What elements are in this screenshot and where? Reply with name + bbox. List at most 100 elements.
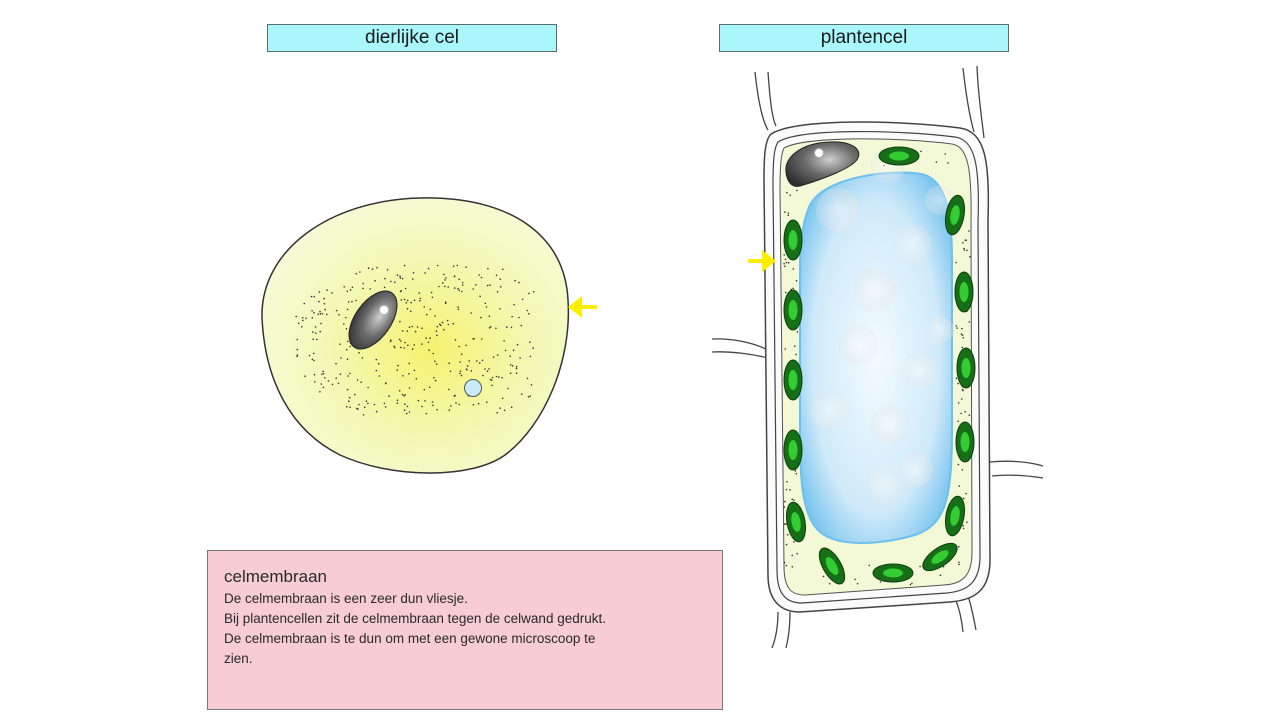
granule <box>526 377 529 380</box>
granule <box>359 271 361 273</box>
granule <box>909 583 912 586</box>
granule <box>460 353 463 356</box>
granule <box>526 309 529 312</box>
granule <box>935 161 938 163</box>
granule <box>480 276 483 279</box>
granule <box>509 355 512 358</box>
granule <box>515 365 518 368</box>
granule <box>962 336 965 339</box>
chloroplast <box>783 289 803 331</box>
chloroplast <box>818 547 846 585</box>
granule <box>489 326 492 328</box>
granule <box>461 281 464 284</box>
granule <box>429 337 431 339</box>
granule <box>482 374 484 377</box>
granule <box>319 310 321 313</box>
chloroplast <box>872 563 914 583</box>
granule <box>346 308 349 311</box>
granule <box>499 407 501 409</box>
granule <box>345 349 348 351</box>
cytoplasm-granules <box>295 264 535 416</box>
granule <box>304 375 306 378</box>
granule <box>349 372 351 375</box>
granule <box>785 523 787 525</box>
granule <box>968 230 970 232</box>
granule <box>489 284 491 286</box>
granule <box>458 403 461 406</box>
chloroplast <box>922 542 958 572</box>
granule <box>349 406 351 409</box>
granule <box>349 345 352 348</box>
granule <box>327 380 330 382</box>
chloroplast <box>956 347 976 389</box>
granule <box>367 386 369 389</box>
info-line-4: zien. <box>224 651 253 666</box>
granule <box>509 372 512 375</box>
granule <box>879 581 882 583</box>
granule <box>411 348 414 350</box>
chloroplast <box>944 194 966 236</box>
granule <box>308 354 311 357</box>
granule <box>436 408 438 411</box>
granule <box>484 368 486 370</box>
granule <box>376 266 378 269</box>
granule <box>529 341 531 344</box>
granule <box>406 308 409 310</box>
granule <box>427 341 430 344</box>
granule <box>421 343 423 345</box>
granule <box>375 369 378 372</box>
granule <box>434 379 437 382</box>
granule <box>348 400 350 403</box>
granule <box>868 564 871 567</box>
granule <box>400 346 402 349</box>
granule <box>439 323 441 326</box>
granule <box>358 352 360 354</box>
granule <box>480 316 482 319</box>
granule <box>313 311 315 314</box>
granule <box>318 291 321 293</box>
granule <box>320 322 322 325</box>
granule <box>499 308 501 310</box>
granule <box>963 249 966 251</box>
granule <box>354 393 356 396</box>
granule <box>406 330 409 332</box>
chloroplast <box>783 429 803 471</box>
granule <box>968 414 971 417</box>
info-line-2: Bij plantencellen zit de celmembraan teg… <box>224 611 606 626</box>
granule <box>448 409 451 411</box>
granule <box>495 327 497 330</box>
granule <box>312 338 315 341</box>
granule <box>428 386 431 389</box>
granule <box>322 372 325 375</box>
granule <box>326 289 328 291</box>
granule <box>424 272 426 274</box>
plant-cell-label-text: plantencel <box>820 27 908 48</box>
granule <box>312 352 315 355</box>
granule <box>393 345 396 348</box>
granule <box>403 264 406 267</box>
granule <box>338 314 340 316</box>
granule <box>457 287 459 290</box>
granule <box>295 315 298 318</box>
granule <box>785 261 788 264</box>
granule <box>444 285 446 288</box>
granule <box>796 552 798 555</box>
granule <box>443 328 445 331</box>
granule <box>438 285 440 288</box>
granule <box>432 352 435 355</box>
granule <box>358 403 360 406</box>
granule <box>450 405 452 407</box>
granule <box>458 345 460 348</box>
granule <box>378 375 381 377</box>
granule <box>351 286 354 289</box>
granule <box>955 261 957 264</box>
granule <box>789 194 791 197</box>
granule <box>488 368 490 370</box>
granule <box>389 340 392 343</box>
chloroplast <box>878 146 920 166</box>
granule <box>962 389 964 392</box>
granule <box>947 162 949 164</box>
granule <box>403 298 406 301</box>
granule <box>955 377 958 380</box>
granule <box>501 397 504 400</box>
